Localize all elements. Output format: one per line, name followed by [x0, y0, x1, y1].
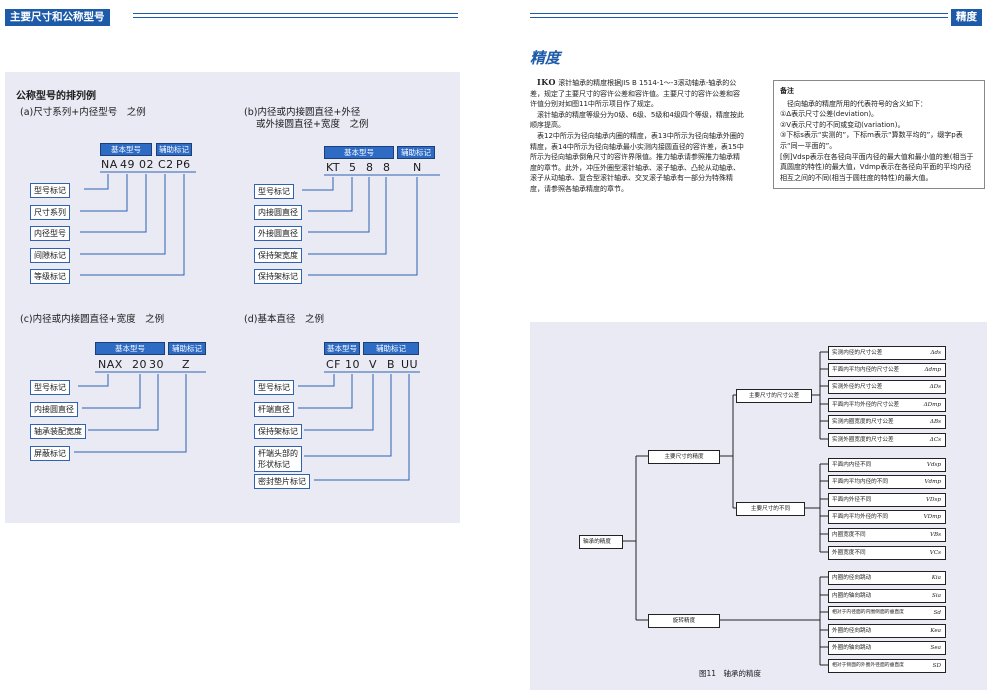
- example-c-aux-label: 辅助标记: [168, 342, 206, 355]
- precision-para2: 滚针轴承的精度等级分为0级、6级、5级和4级四个等级，精度按此顺序提高。: [530, 110, 744, 130]
- note-title: 备注: [780, 87, 794, 95]
- example-d-label-5: 密封垫片标记: [254, 474, 310, 489]
- tree-root: 轴承的精度: [579, 535, 623, 549]
- designation-title: 公称型号的排列例: [16, 91, 96, 102]
- example-d-code-5: UU: [401, 358, 419, 371]
- example-b-label-1: 型号标记: [254, 184, 294, 199]
- tree-var: 主要尺寸的不同: [736, 502, 805, 516]
- example-a-code-5: P6: [176, 158, 191, 171]
- example-d-code-4: B: [387, 358, 396, 371]
- example-c-code-3: 30: [149, 358, 164, 371]
- example-c-code-2: 20: [132, 358, 147, 371]
- example-b-aux-label: 辅助标记: [397, 146, 435, 159]
- example-d-label-2: 杆端直径: [254, 402, 294, 417]
- example-d-label-1: 型号标记: [254, 380, 294, 395]
- example-c-label-2: 内接圆直径: [30, 402, 78, 417]
- example-d-label-3: 保持架标记: [254, 424, 302, 439]
- example-b-basic-label: 基本型号: [324, 146, 394, 159]
- example-b-code-5: N: [413, 161, 422, 174]
- precision-body: IKO 滚针轴承的精度根据JIS B 1514-1～-3滚动轴承-轴承的公差，规…: [530, 77, 745, 195]
- example-d-code-3: V: [369, 358, 378, 371]
- example-a-label-4: 间隙标记: [30, 248, 70, 263]
- example-c-label-3: 轴承装配宽度: [30, 424, 86, 439]
- tree-tol: 主要尺寸的尺寸公差: [736, 389, 812, 403]
- note-line-4: ③下标s表示“实测的”，下标m表示“算数平均的”，缀字p表示“同一平面的”。: [780, 131, 963, 150]
- example-c-code-4: Z: [182, 358, 191, 371]
- example-c-basic-label: 基本型号: [95, 342, 165, 355]
- example-b-label-2: 内接圆直径: [254, 205, 302, 220]
- example-b-label-5: 保持架标记: [254, 269, 302, 284]
- note-line-3: ②V表示尺寸的不同或变动(variation)。: [780, 120, 905, 129]
- example-b-code-1: KT: [326, 161, 341, 174]
- example-b-label-4: 保持架宽度: [254, 248, 302, 263]
- example-d-aux-label: 辅助标记: [363, 342, 419, 355]
- precision-para1: 滚针轴承的精度根据JIS B 1514-1～-3滚动轴承-轴承的公差，规定了主要…: [530, 79, 740, 109]
- precision-title: 精度: [530, 49, 561, 67]
- example-a-code-2: 49: [120, 158, 135, 171]
- example-a-label-1: 型号标记: [30, 183, 70, 198]
- example-a-title: (a)尺寸系列+内径型号 之例: [20, 107, 146, 118]
- example-b-label-3: 外接圆直径: [254, 226, 302, 241]
- example-d-code-2: 10: [345, 358, 360, 371]
- example-b-code-4: 8: [383, 161, 391, 174]
- example-a-code-4: C2: [158, 158, 174, 171]
- example-b-code-3: 8: [366, 161, 374, 174]
- example-d-basic-label: 基本型号: [324, 342, 360, 355]
- note-line-2: ①Δ表示尺寸公差(deviation)。: [780, 110, 879, 119]
- example-b-code-2: 5: [349, 161, 357, 174]
- example-a-label-3: 内径型号: [30, 226, 70, 241]
- note-line-1: 径向轴承的精度所用的代表符号的含义如下：: [787, 99, 927, 108]
- header-rule: [133, 13, 458, 18]
- example-a-code-3: 02: [139, 158, 154, 171]
- figure-caption: 图11 轴承的精度: [699, 669, 762, 678]
- example-c-label-1: 型号标记: [30, 380, 70, 395]
- note-box: 备注 径向轴承的精度所用的代表符号的含义如下： ①Δ表示尺寸公差(deviati…: [773, 80, 985, 190]
- section-header-tag-right: 精度: [951, 9, 982, 26]
- example-c-code-1: NAX: [98, 358, 123, 371]
- example-a-label-5: 等级标记: [30, 269, 70, 284]
- precision-para3: 表12中所示为径向轴承内圈的精度，表13中所示为径向轴承外圈的精度，表14中所示…: [530, 131, 744, 193]
- example-c-label-4: 屏蔽标记: [30, 446, 70, 461]
- example-a-aux-label: 辅助标记: [156, 143, 192, 156]
- example-d-code-1: CF: [326, 358, 342, 371]
- example-c-title: (c)内径或内接圆直径+宽度 之例: [20, 314, 165, 325]
- example-b-title-line1: (b)内径或内接圆直径+外径: [244, 107, 361, 118]
- note-line-5: [例]Vdsp表示在各径向平面内径的最大值和最小值的差(相当于真圆度的特性)的最…: [780, 152, 974, 182]
- example-a-code-1: NA: [101, 158, 118, 171]
- example-b-title-line2: 或外接圆直径+宽度 之例: [256, 119, 369, 130]
- tree-main-dim: 主要尺寸的精度: [648, 450, 720, 464]
- section-header-tag: 主要尺寸和公称型号: [5, 9, 110, 26]
- example-d-title: (d)基本直径 之例: [244, 314, 324, 325]
- header-rule-right: [530, 13, 948, 18]
- tree-run: 旋转精度: [648, 614, 720, 628]
- example-a-label-2: 尺寸系列: [30, 205, 70, 220]
- iko-logo: IKO: [537, 77, 556, 87]
- example-d-label-4: 杆端头部的 形状标记: [254, 446, 302, 472]
- example-a-basic-label: 基本型号: [100, 143, 152, 156]
